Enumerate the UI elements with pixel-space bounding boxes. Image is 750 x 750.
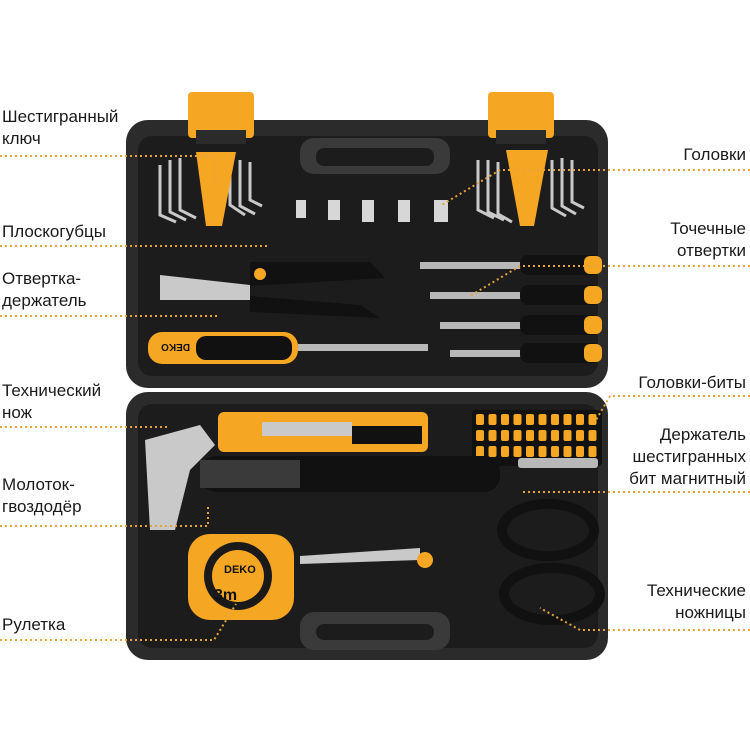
bit: [501, 446, 509, 457]
bits: [476, 414, 597, 457]
scissors: [300, 499, 605, 625]
bit: [576, 414, 584, 425]
bit: [576, 446, 584, 457]
label-bits: Головки-биты: [638, 373, 746, 392]
bit: [476, 446, 484, 457]
label-precision-screwdrivers: Точечные отвертки: [670, 219, 746, 260]
label-screwdriver-holder: Отвертка- держатель: [2, 269, 87, 310]
bit: [501, 414, 509, 425]
bit: [588, 414, 597, 425]
tape-brand: DEKO: [224, 564, 256, 576]
bit: [476, 430, 484, 441]
magnetic-bit-holder: [518, 458, 598, 468]
lid-tray: [138, 136, 598, 376]
leader-lines: [0, 155, 750, 641]
claw-hammer: [145, 425, 500, 530]
bit: [563, 446, 572, 457]
screwdriver-holder: DEKO: [148, 332, 428, 364]
bit: [526, 414, 534, 425]
tape-measure: [188, 534, 294, 620]
bit: [513, 446, 522, 457]
label-magnetic-bit-holder: Держатель шестигранных бит магнитный: [629, 425, 746, 488]
bit: [551, 446, 559, 457]
utility-knife: [218, 412, 428, 452]
hex-keys-right: [476, 158, 585, 224]
bit: [526, 430, 534, 441]
bit: [513, 430, 522, 441]
bit: [588, 446, 597, 457]
bit: [576, 430, 584, 441]
label-pliers: Плоскогубцы: [2, 222, 106, 241]
tape-length: 3m: [214, 587, 237, 604]
left-latch: [188, 92, 254, 138]
bit: [488, 414, 497, 425]
bit: [501, 430, 509, 441]
sockets: [296, 200, 448, 222]
bit: [513, 414, 522, 425]
hex-key-holder-right: [506, 150, 548, 226]
bit: [538, 446, 547, 457]
label-utility-knife: Технический нож: [2, 381, 102, 422]
bit: [488, 446, 497, 457]
label-hex-key: Шестигранный ключ: [2, 107, 119, 148]
bit: [476, 414, 484, 425]
bit: [563, 430, 572, 441]
label-tape-measure: Рулетка: [2, 615, 66, 634]
bit: [538, 430, 547, 441]
hex-key-holder-left: [196, 152, 236, 226]
bit: [588, 430, 597, 441]
pliers: [160, 262, 385, 318]
label-claw-hammer: Молоток- гвоздодёр: [2, 475, 82, 516]
label-sockets: Головки: [683, 145, 746, 164]
bit: [551, 414, 559, 425]
bit: [488, 430, 497, 441]
svg-text:DEKO: DEKO: [161, 341, 190, 352]
bit: [538, 414, 547, 425]
label-scissors: Технические ножницы: [646, 581, 746, 622]
bit: [563, 414, 572, 425]
bit: [551, 430, 559, 441]
bit: [526, 446, 534, 457]
right-latch: [488, 92, 554, 138]
